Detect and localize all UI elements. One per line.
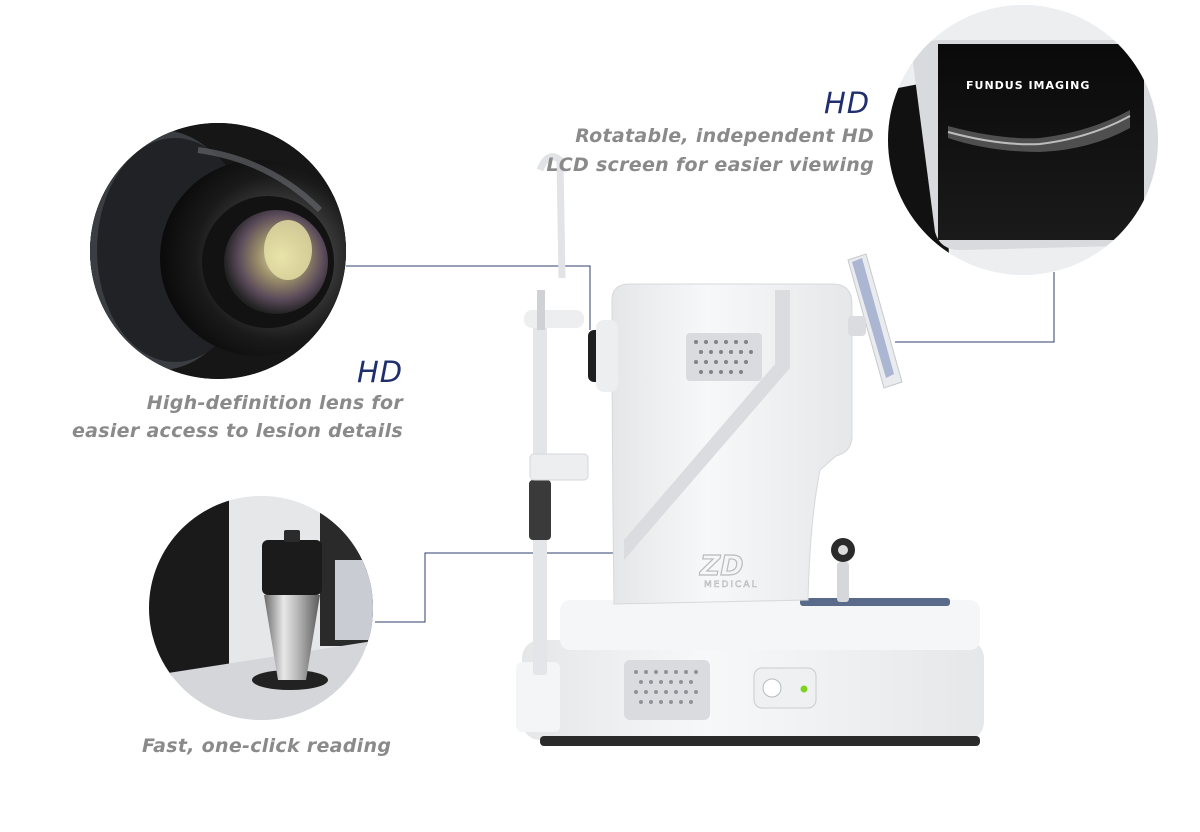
lens-caption-line1: High-definition lens for [146, 392, 403, 414]
screen-detail-image [888, 5, 1158, 275]
lens-detail-image [90, 123, 346, 379]
lens-caption-line2: easier access to lesion details [71, 420, 403, 442]
tower-speaker-grille [686, 333, 762, 381]
base-speaker-grille [624, 660, 710, 720]
button-leader-line [375, 552, 618, 623]
device-logo-sub: MEDICAL [704, 580, 759, 590]
screen-caption-line2: LCD screen for easier viewing [546, 154, 874, 176]
device-logo: ZD [699, 549, 744, 582]
power-button [762, 678, 782, 698]
device-base [522, 640, 984, 740]
fundus-imaging-label: FUNDUS IMAGING [966, 79, 1090, 92]
button-caption: Fast, one-click reading [142, 735, 392, 757]
button-detail-image [149, 496, 373, 720]
screen-hd-badge: HD [824, 86, 871, 120]
lens-leader-line [346, 265, 591, 330]
device-tower [611, 283, 853, 605]
device: ZD MEDICAL [516, 153, 984, 746]
lens-hd-badge: HD [357, 355, 404, 389]
screen-leader-line [895, 272, 1055, 343]
power-panel [753, 667, 817, 709]
status-led [800, 685, 808, 693]
leader-lines [346, 265, 1055, 623]
screen-caption-line1: Rotatable, independent HD [575, 125, 874, 147]
